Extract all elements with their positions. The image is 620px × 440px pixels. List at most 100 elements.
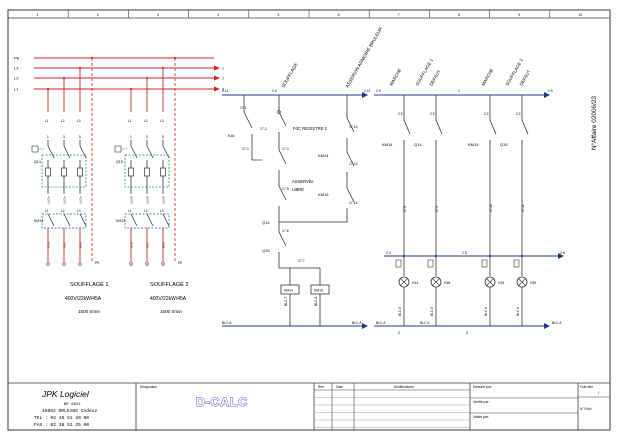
lamp-label: H30 [530, 281, 536, 285]
control1-top-right: 2.11 [364, 89, 370, 93]
control1-asserv-line1: ASSERVbe [292, 179, 314, 184]
motor1-title: SOUFFLAGE 1 [70, 282, 109, 288]
rail-junction [434, 254, 438, 258]
motor-mid-terminal: L2 [61, 209, 65, 213]
control2-bottom-num-2: 2 [466, 331, 468, 335]
control2-mid-mid: 2.5 [462, 251, 467, 255]
thermal-element [128, 167, 134, 177]
control1-rnode-2: 17.13 [349, 162, 358, 166]
pe-junction [173, 56, 177, 60]
lamp-fuse [513, 259, 520, 268]
contactor-contact [162, 213, 170, 227]
control1-km14: KM14 [318, 153, 329, 158]
breaker-handle-icon [114, 145, 122, 153]
contactor-contact [47, 213, 55, 227]
motor-mid-terminal: L1 [128, 209, 132, 213]
control2-bottom-right: BLC.8 [552, 321, 562, 325]
lamp-label: H14 [412, 281, 418, 285]
thermal-element [160, 167, 166, 177]
motor-wire-label: L3/14 [79, 196, 83, 204]
control1-node-a: 17.1 [240, 106, 247, 110]
lamp-fuse [427, 259, 434, 268]
motor-sub-label: 1 [47, 135, 49, 139]
rev-header-date: Date [336, 385, 343, 389]
motor-sub-label: 3 [63, 135, 65, 139]
motor-circuit-1: L11L1/14L1U14L23L2/14L2V14L35L3/14L3W14P… [31, 56, 109, 314]
motor-wire-label: L1/14 [47, 196, 51, 204]
column-number: 10 [578, 13, 582, 17]
dcalc-logo: D-CALC [196, 395, 248, 409]
control2-bottom-left: BLC.8 [376, 321, 386, 325]
control1-right-branch [279, 95, 355, 223]
motor2-km-label: KM15 [116, 219, 125, 223]
motor2-speed: 1500 tr/mn [160, 309, 182, 314]
signal-wire-label: 17.8 [403, 206, 407, 212]
designation-label: Désignation [140, 385, 157, 389]
lamp-cross [432, 278, 440, 286]
motor-output-label: V14 [63, 242, 67, 248]
control1-node-d: 17.4 [282, 147, 289, 151]
breaker-frame [41, 154, 87, 188]
company-address-1: BP 6021 [64, 403, 81, 407]
motor-output-label: U14 [47, 242, 51, 248]
breaker-contact [63, 145, 71, 159]
lamp-label: H15 [498, 281, 504, 285]
bus-arrow [214, 65, 220, 71]
control2-bottom-mid: BLC.6 [420, 321, 430, 325]
rev-header-modifications: Modifications [394, 385, 414, 389]
control2-header: MARCHE [389, 67, 403, 86]
motor2-title: SOUFFLAGE 2 [150, 282, 189, 288]
bus-arrow [214, 75, 220, 81]
motor-output-label: U15 [130, 242, 134, 248]
lamp-blc-label: BLC.6 [430, 307, 434, 316]
motor-sub-label: 1 [130, 135, 132, 139]
column-number: 1 [37, 13, 39, 17]
control2-top-left: 2.9 [376, 89, 381, 93]
motor1-spec: 400V/22kW/45A [65, 296, 102, 302]
bus-line-label: PE [14, 56, 20, 61]
bus-junction [62, 76, 66, 80]
company-address-2: 45062 ORLEANS Cedex2 [42, 408, 97, 414]
control1-rnode-3: 17.14 [349, 201, 358, 205]
column-number: 9 [518, 13, 520, 17]
control1-coil1-label: KM14 [284, 289, 293, 293]
control2-header: MARCHE [481, 67, 495, 86]
motor-sub-label: 3 [146, 135, 148, 139]
terminal-ring [129, 262, 133, 266]
thermal-element [144, 167, 150, 177]
lamp-blc-label: BLC.6 [484, 307, 488, 316]
signal-contact-label: KM14 [382, 142, 393, 147]
control1-top-arrow [362, 92, 368, 98]
bus-line-label: L2 [14, 76, 19, 81]
control2-mid-right: 2.6 [560, 251, 565, 255]
breaker-contact [130, 145, 138, 159]
company-name: JPK Logiciel [41, 389, 90, 399]
lamp-cross [486, 278, 494, 286]
terminal-ring [78, 262, 82, 266]
terminal-ring [145, 262, 149, 266]
control1-coil-wires [289, 294, 321, 326]
contactor-contact [63, 213, 71, 227]
signal-contact [521, 119, 529, 135]
rail-junction [488, 254, 492, 258]
lamp-cross [518, 278, 526, 286]
control1-node-g: 17.7 [298, 259, 305, 263]
breaker-contact [146, 145, 154, 159]
bus-line-label: L1 [14, 87, 19, 92]
control1-node-e: 17.5 [282, 187, 289, 191]
thermal-element [61, 167, 67, 177]
signal-contact [403, 119, 411, 135]
breaker-handle-icon [31, 145, 39, 153]
control1-asserv-line2: LIBRE [292, 187, 304, 192]
signal-contact [489, 119, 497, 135]
column-number: 6 [338, 13, 340, 17]
control1-bottom-left: BLC.8 [222, 321, 232, 325]
bus-line-label: L3 [14, 66, 19, 71]
signal-wire-label: 17.9 [435, 206, 439, 212]
terminal-ring [62, 262, 66, 266]
motor1-speed: 1500 tr/mn [78, 309, 100, 314]
bus-junction [129, 87, 133, 91]
